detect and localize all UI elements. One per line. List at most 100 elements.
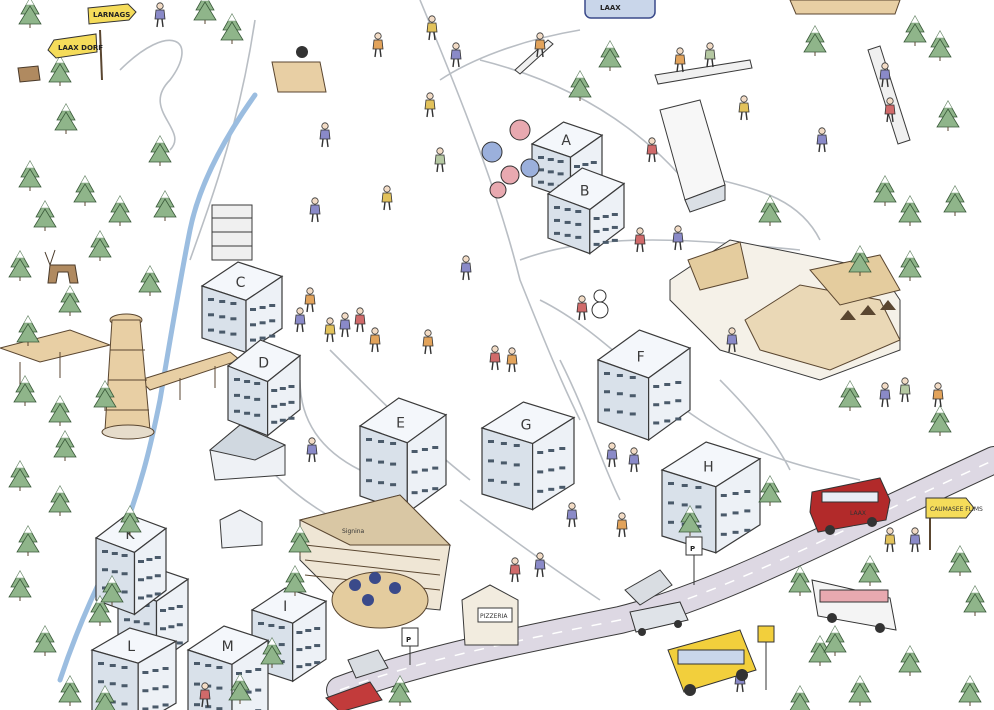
tree-icon (948, 545, 972, 576)
small-house-left (208, 424, 287, 481)
tree-icon (54, 103, 78, 134)
building-g: G (480, 401, 576, 511)
skier-icon (460, 255, 472, 281)
tree-icon (88, 595, 112, 626)
skier-icon (509, 557, 521, 583)
skier-icon (534, 552, 546, 578)
skier-icon (324, 317, 336, 343)
road-shelters (347, 569, 673, 679)
gondola-sign: LAAX (600, 4, 621, 12)
white-bus-icon (811, 579, 897, 633)
gallery-structure (211, 204, 253, 261)
tree-icon (803, 25, 827, 56)
tree-icon (53, 430, 77, 461)
building-label: L (127, 639, 135, 655)
tree-icon (33, 625, 57, 656)
parking-icon: P (685, 536, 703, 585)
building-f: F (596, 329, 692, 442)
tree-icon (903, 15, 927, 46)
hotel-sign: Signina (342, 528, 365, 535)
tree-icon (808, 635, 832, 666)
tree-icon (118, 505, 142, 536)
tree-icon (928, 405, 952, 436)
tree-icon (48, 395, 72, 426)
skier-icon (704, 42, 716, 68)
tree-icon (898, 645, 922, 676)
tree-icon (288, 525, 312, 556)
tree-icon (48, 485, 72, 516)
building-label: B (580, 183, 590, 199)
tree-icon (958, 675, 982, 706)
tree-icon (16, 525, 40, 556)
wooden-enclosure (789, 0, 901, 15)
fox-icon (17, 65, 41, 83)
tree-icon (58, 285, 82, 316)
tree-icon (33, 200, 57, 231)
tree-icon (898, 250, 922, 281)
tree-icon (788, 565, 812, 596)
tree-icon (873, 175, 897, 206)
tree-icon (858, 555, 882, 586)
cafe-umbrellas (481, 119, 540, 199)
tree-icon (100, 575, 124, 606)
tree-icon (16, 315, 40, 346)
building-label: D (258, 355, 269, 371)
building-label: A (561, 133, 571, 149)
building-label: G (521, 417, 532, 433)
sign-larnags: LARNAGS (93, 11, 130, 19)
skier-icon (306, 437, 318, 463)
tree-icon (8, 570, 32, 601)
yellow-bus-icon (667, 629, 757, 696)
skiers-and-visitors (154, 2, 944, 708)
skier-icon (884, 97, 896, 123)
signpost-bottom-right: CAUMASEE FLIMS (925, 497, 983, 550)
tree-icon (108, 195, 132, 226)
tree-icon (94, 685, 116, 710)
building-label: C (236, 275, 246, 291)
wooden-chalet-complex (669, 239, 901, 381)
tree-icon (220, 13, 244, 44)
skier-icon (506, 347, 518, 373)
skier-icon (424, 92, 436, 118)
skier-icon (899, 377, 911, 403)
tree-icon (8, 250, 32, 281)
hotel-signina: Signina (298, 494, 452, 629)
tree-icon (848, 245, 872, 276)
tree-icon (758, 195, 782, 226)
skier-icon (932, 382, 944, 408)
tree-icon (678, 505, 702, 536)
silver-car-icon (629, 601, 689, 636)
tree-icon (18, 160, 42, 191)
skier-icon (422, 329, 434, 355)
tree-icon (93, 380, 117, 411)
tree-icon (48, 55, 72, 86)
skier-icon (606, 442, 618, 468)
parking-symbol-2: P (406, 636, 411, 644)
buildings: ABCDEFGHIJKLM (90, 121, 762, 710)
tree-icon (928, 30, 952, 61)
skier-icon (154, 2, 166, 28)
tree-icon (13, 375, 37, 406)
tree-icon (193, 0, 217, 24)
sign-caumasee-flims: CAUMASEE FLIMS (930, 506, 983, 513)
skier-icon (294, 307, 306, 333)
skier-icon (339, 312, 351, 338)
skier-icon (879, 382, 891, 408)
skier-icon (566, 502, 578, 528)
tree-icon (943, 185, 967, 216)
gondola-icon: LAAX (584, 0, 656, 19)
small-hut (219, 509, 263, 549)
building-m: M (186, 625, 270, 710)
skier-icon (369, 327, 381, 353)
parking-icon: P (401, 627, 419, 665)
tree-icon (73, 175, 97, 206)
building-e: E (358, 397, 448, 514)
skier-icon (616, 512, 628, 538)
building-c: C (200, 261, 284, 354)
skier-icon (576, 295, 588, 321)
skier-icon (879, 62, 891, 88)
skier-icon (372, 32, 384, 58)
skier-icon (426, 15, 438, 41)
tree-icon (838, 380, 862, 411)
